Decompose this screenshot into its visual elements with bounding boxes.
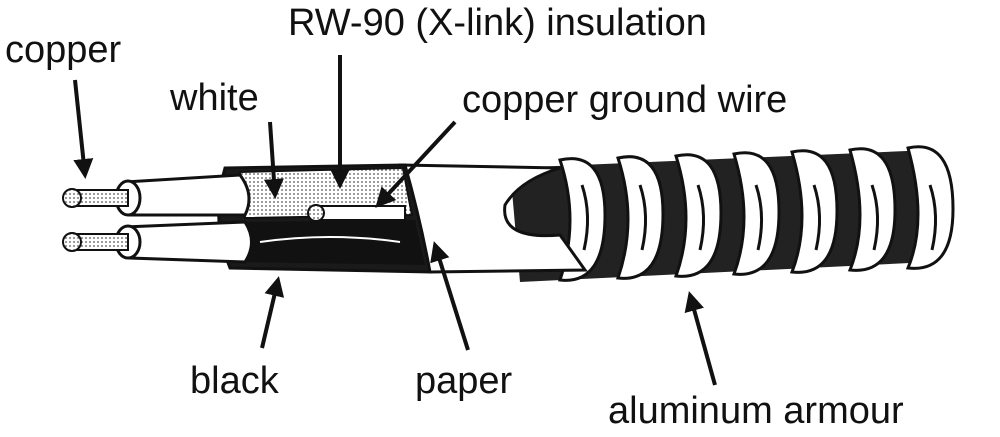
ground-wire <box>307 204 406 222</box>
armour-label: aluminum armour <box>608 390 904 432</box>
armour-ring-shading <box>696 184 706 251</box>
armour-ring <box>615 155 665 280</box>
armour-arrow <box>684 291 717 386</box>
ground-wire-label: copper ground wire <box>462 79 787 121</box>
insulation-label: RW-90 (X-link) insulation <box>288 2 707 44</box>
armour-ring-shading <box>580 184 590 251</box>
armour-ring <box>905 145 955 270</box>
armour-ring <box>789 149 839 274</box>
white-label: white <box>169 77 259 119</box>
white-arrow <box>263 121 284 199</box>
copper-arrow <box>73 79 94 179</box>
black-conductor <box>62 220 253 264</box>
paper-arrow <box>430 241 470 351</box>
armour-ring <box>673 153 723 278</box>
armour-ring <box>731 151 781 276</box>
white-conductor <box>62 173 251 217</box>
armour-ring-shading <box>812 184 822 251</box>
armour-ring-shading <box>638 184 648 251</box>
armour-ring-shading <box>754 184 764 251</box>
armour-ring-shading <box>928 184 938 251</box>
copper-label: copper <box>5 29 122 71</box>
ground-arrow <box>375 120 457 208</box>
black-label: black <box>190 360 280 402</box>
paper-label: paper <box>415 360 513 402</box>
black-arrow <box>260 276 285 349</box>
armour-ring <box>847 147 897 272</box>
aluminum-armour <box>510 145 955 282</box>
black-conductor-insulation <box>240 220 425 265</box>
armour-ring-shading <box>870 184 880 251</box>
